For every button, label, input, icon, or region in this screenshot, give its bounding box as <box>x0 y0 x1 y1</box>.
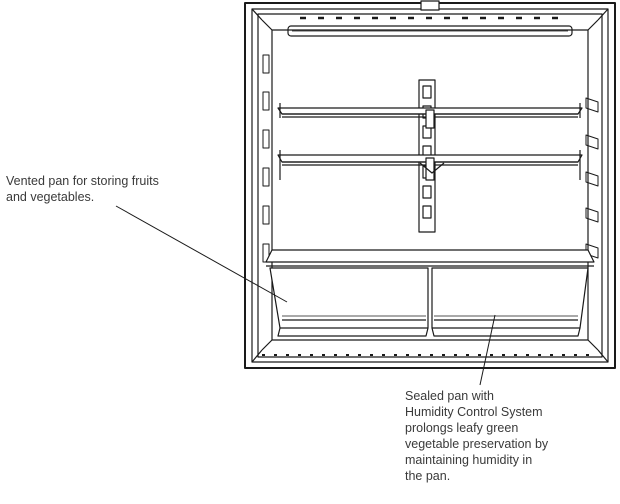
sealed-pan-callout-line-3: prolongs leafy green <box>405 421 519 435</box>
sealed-pan-callout-line-1: Sealed pan with <box>405 389 494 403</box>
sealed-pan-callout-line-6: the pan. <box>405 469 451 483</box>
right-shelf-supports <box>585 97 599 259</box>
sealed-pan-leader-line <box>479 314 496 386</box>
sealed-pan-callout-line-5: maintaining humidity in <box>405 453 533 467</box>
vented-pan-leader-line <box>115 205 288 303</box>
upper-shelf <box>277 103 583 129</box>
sealed-pan-callout-line-4: vegetable preservation by <box>405 437 549 451</box>
cabinet-frame <box>244 0 616 369</box>
left-shelf-supports <box>262 54 270 263</box>
sealed-pan-callout-line-2: Humidity Control System <box>405 405 543 419</box>
middle-shelf <box>277 150 583 181</box>
vented-crisper-drawer <box>269 267 429 337</box>
sealed-pan-callout: Sealed pan with Humidity Control System … <box>405 388 548 484</box>
crisper-cover <box>265 249 595 267</box>
sealed-crisper-drawer <box>431 267 589 337</box>
vented-pan-callout-line-2: and vegetables. <box>6 190 95 204</box>
cabinet-liner <box>261 19 599 351</box>
vented-pan-callout-line-1: Vented pan for storing fruits <box>6 174 159 188</box>
vented-pan-callout: Vented pan for storing fruits and vegeta… <box>6 173 159 205</box>
